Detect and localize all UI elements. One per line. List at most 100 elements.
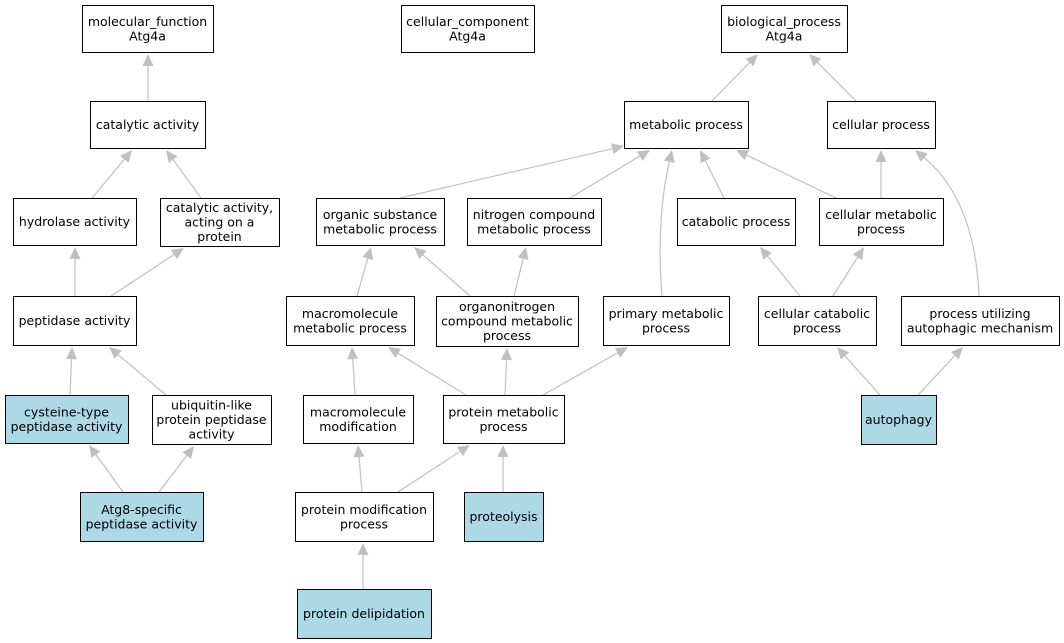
node-box — [13, 198, 137, 246]
arrowhead — [66, 347, 77, 360]
node-label-line: metabolic process — [477, 221, 591, 236]
node-label-line: catalytic activity — [96, 117, 200, 132]
edge-line — [504, 359, 508, 396]
node-box — [603, 296, 730, 346]
edge-line — [91, 158, 125, 199]
edge-protmet-to-organonit — [500, 348, 512, 396]
edge-cellmet-to-cellp — [875, 150, 887, 198]
node-label-line: metabolic process — [293, 320, 407, 335]
arrowhead — [414, 247, 427, 260]
node-box — [624, 101, 749, 149]
arrowhead — [120, 150, 132, 163]
node-label-line: protein modification — [301, 502, 427, 517]
arrowhead — [760, 247, 772, 260]
node-label-line: autophagy — [865, 412, 933, 427]
edge-pept-to-hydro — [69, 247, 81, 296]
node-label-line: process — [479, 419, 527, 434]
node-label-line: protein metabolic — [448, 404, 558, 419]
edge-cellp-to-bp — [809, 54, 857, 102]
node-box — [5, 395, 129, 444]
edge-protmod-to-macromod — [353, 445, 365, 493]
arrowhead — [357, 543, 369, 555]
node-label-line: metabolic process — [323, 221, 437, 236]
node-label-line: acting on a — [185, 215, 255, 230]
node-label-line: Atg4a — [766, 28, 803, 43]
node-label-line: metabolic process — [629, 117, 743, 132]
edge-cat-to-mf — [142, 54, 154, 101]
edge-cellcat-to-catab — [760, 247, 801, 297]
arrowhead — [109, 347, 122, 359]
node-box — [861, 395, 937, 445]
edge-catab-to-metab — [700, 150, 725, 199]
node-label-line: cellular metabolic — [825, 207, 937, 222]
go-term-node-autophagy: autophagy — [861, 395, 937, 445]
edge-cyst-to-pept — [66, 347, 77, 396]
edge-line — [69, 358, 73, 396]
arrowhead — [837, 347, 850, 360]
edge-atg8-to-ubiq — [158, 446, 194, 493]
node-label-line: cellular_component — [406, 14, 529, 29]
go-term-node-cat: catalytic activity — [90, 101, 206, 149]
edge-autophagy-to-autoph — [917, 347, 963, 396]
arrowhead — [69, 247, 81, 259]
edge-line — [95, 454, 124, 493]
edge-line — [746, 154, 837, 199]
node-label-line: process — [642, 320, 690, 335]
arrowhead — [353, 445, 365, 458]
arrowhead — [497, 445, 509, 457]
arrowhead — [736, 150, 750, 161]
node-box — [436, 296, 579, 347]
edge-orgsub-to-metab — [399, 143, 624, 199]
go-term-node-cellp: cellular process — [827, 101, 936, 149]
node-box — [303, 395, 414, 444]
node-box — [297, 589, 432, 639]
node-box — [464, 492, 544, 542]
node-label-line: organic substance — [323, 207, 438, 222]
edge-line — [917, 355, 956, 396]
arrowhead — [636, 150, 650, 161]
arrowhead — [182, 446, 194, 459]
node-box — [819, 198, 944, 246]
node-label-line: protein — [197, 229, 241, 244]
arrowhead — [362, 247, 373, 261]
edge-protmet-to-primmet — [542, 347, 628, 396]
arrowhead — [500, 348, 512, 361]
arrowhead — [89, 445, 101, 458]
edge-proteo-to-protmet — [497, 445, 509, 492]
edge-nitro-to-metab — [569, 150, 650, 199]
node-box — [758, 296, 877, 346]
node-label-line: biological_process — [727, 14, 841, 29]
node-box — [316, 198, 445, 246]
node-label-line: cellular catabolic — [764, 306, 870, 321]
go-term-node-catab: catabolic process — [677, 198, 796, 246]
edge-line — [422, 254, 471, 297]
edge-protmod-to-protmet — [397, 445, 470, 493]
node-label-line: Atg8-specific — [101, 502, 182, 517]
node-label-line: peptidase activity — [86, 516, 198, 531]
arrowhead — [852, 247, 864, 261]
edge-line — [844, 355, 881, 396]
edge-line — [117, 354, 167, 396]
node-label-line: protein peptidase — [156, 412, 266, 427]
node-label-line: cysteine-type — [24, 404, 109, 419]
arrowhead — [170, 248, 184, 260]
edge-line — [352, 358, 356, 396]
node-label-line: process utilizing — [929, 306, 1030, 321]
edge-line — [832, 256, 859, 297]
edge-line — [659, 161, 670, 297]
edges-layer — [66, 54, 980, 589]
edge-organonit-to-orgsub — [414, 247, 471, 297]
arrowhead — [456, 445, 470, 457]
edge-macromet-to-orgsub — [356, 247, 373, 297]
node-label-line: process — [857, 221, 905, 236]
edge-line — [110, 254, 175, 297]
go-term-node-metab: metabolic process — [624, 101, 749, 149]
